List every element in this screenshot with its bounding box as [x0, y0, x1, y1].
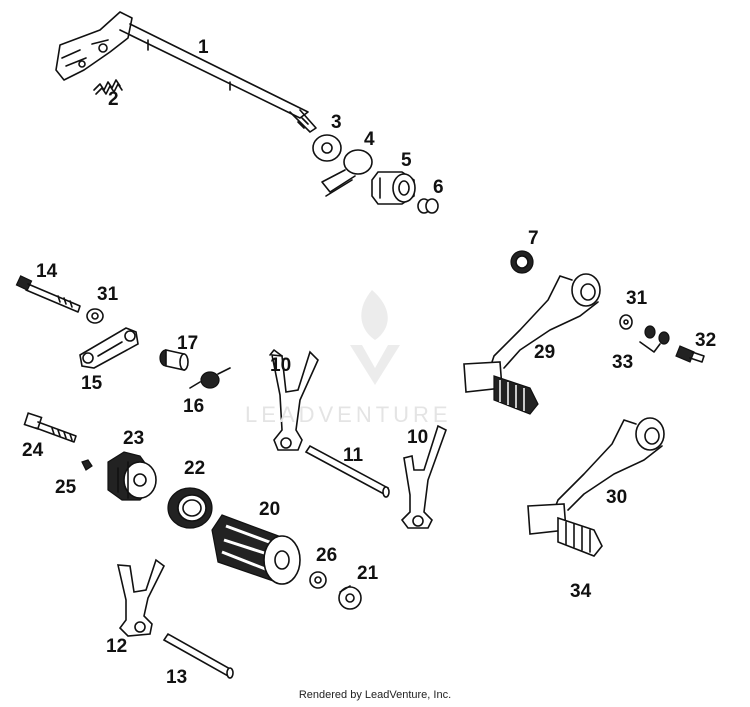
callout-34: 34 — [570, 581, 592, 602]
washer-part-31-right — [619, 314, 633, 330]
spring-part-16 — [189, 367, 231, 389]
shift-shaft-part-1 — [55, 11, 317, 133]
callout-31-right: 31 — [626, 288, 648, 309]
bearing-part-21 — [338, 585, 362, 610]
callout-12: 12 — [106, 636, 128, 657]
callout-10-upper: 10 — [270, 355, 292, 376]
callout-24: 24 — [22, 440, 44, 461]
bolt-part-24 — [23, 412, 77, 443]
callout-33: 33 — [612, 352, 634, 373]
callout-2: 2 — [108, 89, 119, 110]
rings-part-6 — [417, 198, 439, 214]
shift-fork-part-12 — [116, 558, 166, 637]
callout-17: 17 — [177, 333, 199, 354]
callout-14: 14 — [36, 261, 58, 282]
callout-10-lower: 10 — [407, 427, 429, 448]
shift-drum-part-20 — [211, 514, 301, 585]
bolt-part-14 — [15, 275, 81, 313]
callout-1: 1 — [198, 37, 209, 58]
callout-20: 20 — [259, 499, 281, 520]
callout-29: 29 — [534, 342, 556, 363]
callout-16: 16 — [183, 396, 205, 417]
washer-part-3 — [312, 134, 342, 162]
shift-lever-part-30 — [527, 417, 665, 557]
callout-13: 13 — [166, 667, 188, 688]
rod-part-11 — [304, 444, 390, 498]
rod-part-13 — [162, 632, 234, 679]
shift-fork-part-10-lower — [400, 424, 447, 529]
seal-part-7 — [510, 250, 534, 274]
bolt-part-32 — [675, 345, 705, 363]
spring-clip-part-4 — [321, 149, 373, 197]
footer-credit: Rendered by LeadVenture, Inc. — [298, 689, 452, 701]
callout-6: 6 — [433, 177, 444, 198]
nut-part-25 — [81, 459, 93, 471]
callout-32: 32 — [695, 330, 717, 351]
callout-7: 7 — [528, 228, 539, 249]
callout-4: 4 — [364, 129, 375, 150]
callout-25: 25 — [55, 477, 77, 498]
callout-22: 22 — [184, 458, 206, 479]
washer-part-26 — [309, 571, 327, 589]
washer-set-part-33 — [639, 325, 670, 353]
callout-11: 11 — [343, 445, 364, 466]
watermark-logo — [350, 290, 400, 385]
locator-part-23 — [107, 451, 157, 501]
watermark-text: LEADVENTURE — [245, 402, 452, 427]
callout-30: 30 — [606, 487, 628, 508]
plate-part-15 — [79, 327, 139, 369]
spring-part-2 — [93, 79, 123, 95]
callout-23: 23 — [123, 428, 145, 449]
callout-5: 5 — [401, 150, 412, 171]
callout-31-left: 31 — [97, 284, 119, 305]
callout-15: 15 — [81, 373, 103, 394]
callout-21: 21 — [357, 563, 379, 584]
shift-lever-part-29 — [463, 273, 601, 415]
bearing-part-22 — [167, 487, 213, 529]
callout-3: 3 — [331, 112, 342, 133]
shift-fork-part-10-upper — [269, 349, 319, 451]
washer-part-31-left — [86, 308, 104, 324]
bushing-part-5 — [371, 171, 416, 205]
pawl-part-17 — [159, 349, 189, 371]
callout-26: 26 — [316, 545, 338, 566]
